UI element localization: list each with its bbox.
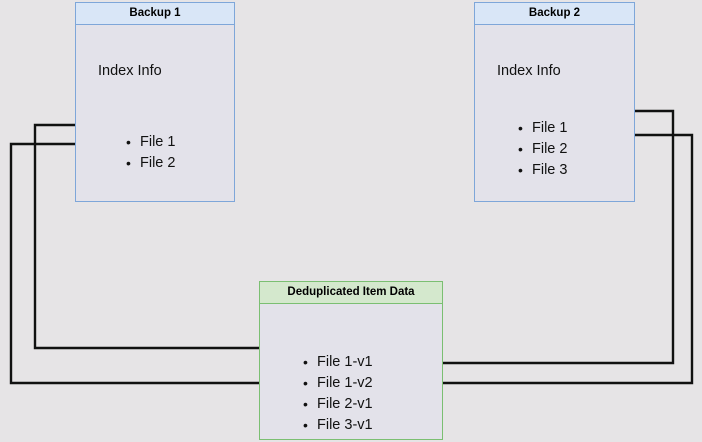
- list-item[interactable]: File 1: [126, 132, 175, 153]
- node-backup-2-body: Index Info File 1 File 2 File 3: [475, 25, 634, 201]
- list-item[interactable]: File 2-v1: [303, 394, 373, 415]
- node-dedup-title: Deduplicated Item Data: [260, 282, 442, 304]
- list-item[interactable]: File 2: [126, 153, 175, 174]
- node-backup-1-title: Backup 1: [76, 3, 234, 25]
- node-dedup-body: File 1-v1 File 1-v2 File 2-v1 File 3-v1: [260, 304, 442, 439]
- index-info-label-backup-2: Index Info: [497, 63, 561, 79]
- file-list-backup-1: File 1 File 2: [126, 132, 175, 174]
- node-backup-2[interactable]: Backup 2 Index Info File 1 File 2 File 3: [474, 2, 635, 202]
- node-backup-1-body: Index Info File 1 File 2: [76, 25, 234, 201]
- file-list-dedup: File 1-v1 File 1-v2 File 2-v1 File 3-v1: [303, 352, 373, 436]
- list-item[interactable]: File 1-v2: [303, 373, 373, 394]
- node-backup-1[interactable]: Backup 1 Index Info File 1 File 2: [75, 2, 235, 202]
- index-info-label-backup-1: Index Info: [98, 63, 162, 79]
- file-list-backup-2: File 1 File 2 File 3: [518, 118, 567, 181]
- list-item[interactable]: File 1-v1: [303, 352, 373, 373]
- list-item[interactable]: File 2: [518, 139, 567, 160]
- list-item[interactable]: File 1: [518, 118, 567, 139]
- list-item[interactable]: File 3-v1: [303, 415, 373, 436]
- node-backup-2-title: Backup 2: [475, 3, 634, 25]
- node-deduplicated-item-data[interactable]: Deduplicated Item Data File 1-v1 File 1-…: [259, 281, 443, 440]
- list-item[interactable]: File 3: [518, 160, 567, 181]
